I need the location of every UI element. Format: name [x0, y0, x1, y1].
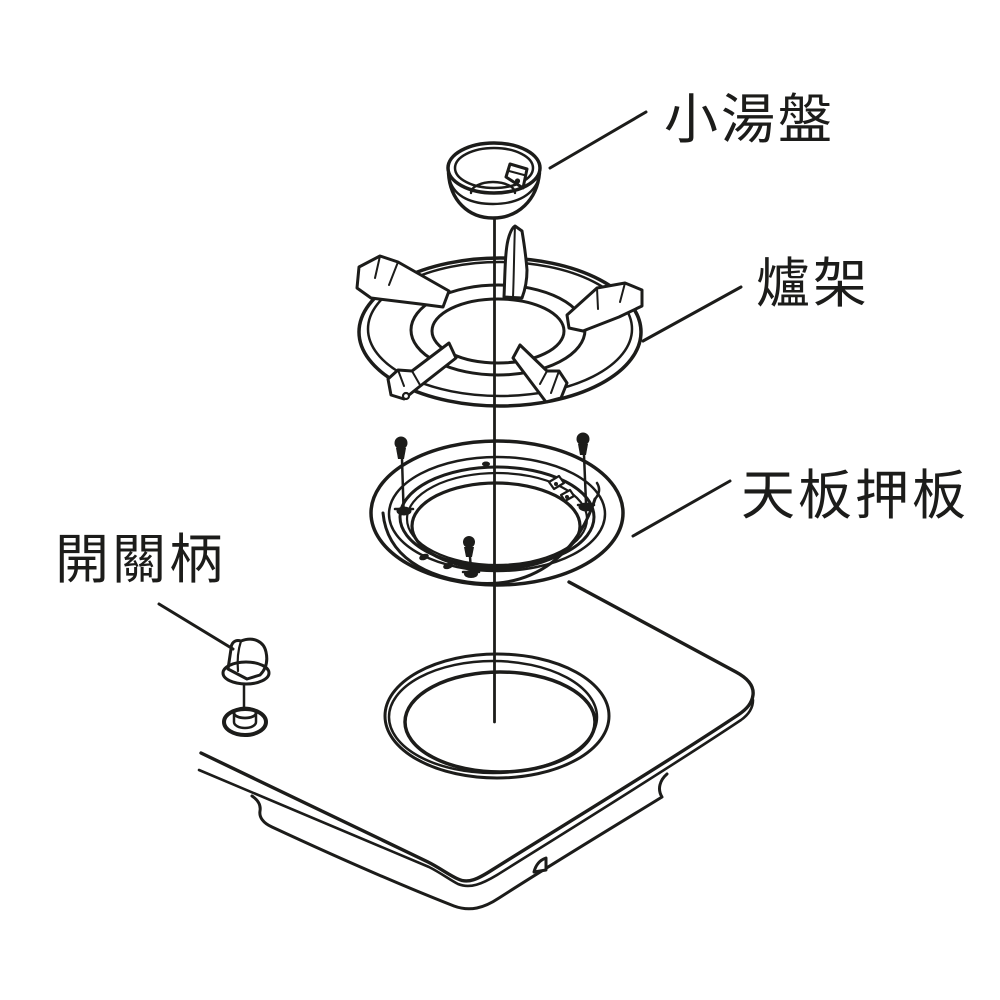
cap-bottom-dome [469, 180, 517, 195]
burner-hole [383, 652, 611, 780]
burner-grate [355, 224, 644, 408]
grate-outer-rim [357, 256, 643, 408]
cap-rim-outer [446, 141, 542, 195]
screw-left [393, 436, 415, 516]
knob-nut-cylinder [232, 711, 258, 730]
cap-band-line [448, 179, 540, 206]
grate-rim-step [366, 260, 634, 398]
control-knob [221, 637, 271, 737]
leader-line-burner-grate [641, 285, 743, 343]
press-plate-inner-ring-inner [405, 471, 589, 567]
press-plate-clips [419, 461, 576, 570]
grate-prong-top [502, 224, 529, 300]
label-press-plate: 天板押板 [741, 464, 969, 527]
grate-opening [430, 297, 566, 365]
cap-bowl-wall [446, 171, 542, 220]
grate-prong-lower-left [386, 341, 458, 401]
top-plate-press-plate [369, 432, 625, 587]
burner-hole-outer-ring [383, 652, 611, 780]
grate-prong-upper-right [565, 281, 644, 333]
screw-bottom [461, 536, 481, 578]
cap-rim-inner [453, 146, 535, 190]
knob-base [221, 660, 271, 686]
press-plate-lower-arc [381, 497, 597, 585]
cooktop-panel [197, 580, 755, 911]
knob-handle-face-line [236, 639, 243, 673]
label-control-knob: 開關柄 [55, 528, 226, 591]
grate-prong-lower-right [511, 343, 569, 404]
cap-tab [504, 162, 529, 190]
label-burner-cap: 小湯盤 [664, 88, 835, 151]
leader-line-burner-cap [548, 110, 648, 170]
press-plate-arc-hook [593, 481, 601, 501]
edge-tab [532, 856, 548, 874]
grate-prong-upper-left [355, 254, 451, 309]
press-plate-rim-step [387, 455, 607, 573]
press-plate-outer-rim [369, 439, 625, 587]
burner-hole-inner-ring [403, 670, 597, 774]
leader-line-control-knob [157, 602, 235, 651]
burner-cap [446, 141, 542, 220]
leader-line-press-plate [631, 479, 732, 538]
cooktop-underbody-edge [250, 772, 669, 911]
cooktop-thickness-edge [197, 698, 755, 888]
knob-nut [222, 706, 268, 737]
knob-nut-flange [222, 707, 268, 737]
press-plate-opening [410, 481, 582, 571]
knob-handle [226, 637, 269, 681]
label-burner-grate: 爐架 [756, 252, 870, 315]
press-plate-inner-ring-outer [398, 465, 596, 569]
cooktop-top-surface-edge [199, 580, 755, 883]
screw-right [576, 432, 596, 512]
